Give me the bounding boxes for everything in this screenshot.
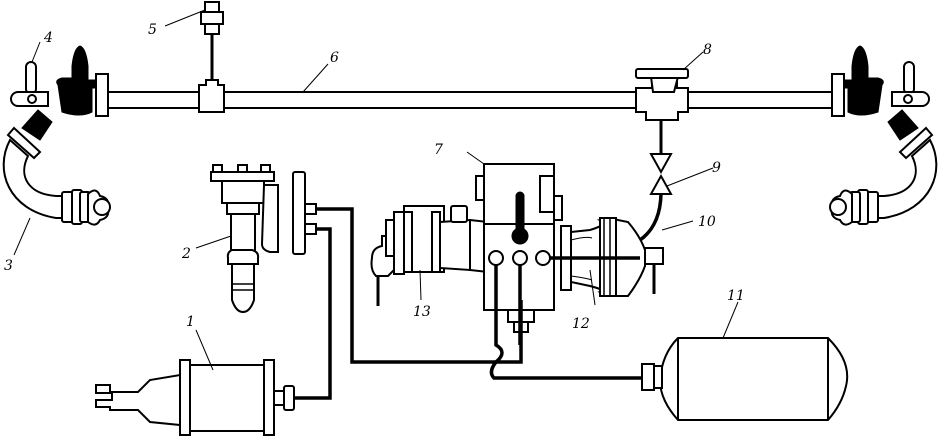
relay-valve (370, 205, 489, 306)
callout-9: 9 (712, 160, 721, 176)
callout-labels: 1 2 3 4 5 6 7 8 9 10 11 12 13 (4, 22, 745, 332)
callout-4: 4 (43, 30, 53, 46)
callout-3: 3 (4, 258, 13, 274)
callout-5: 5 (148, 22, 157, 38)
callout-2: 2 (181, 246, 191, 262)
dust-collector-tee (635, 68, 689, 121)
end-cock-left (6, 45, 109, 160)
stop-cock (649, 120, 673, 195)
callout-6: 6 (330, 50, 339, 66)
piping (294, 207, 642, 400)
connecting-hose-left (2, 138, 111, 226)
pressure-gauge-sensor (198, 1, 225, 113)
callout-10: 10 (698, 214, 716, 230)
callout-12: 12 (572, 316, 590, 332)
pipe-valve-to-reservoir (489, 265, 642, 380)
callout-8: 8 (703, 42, 712, 58)
callout-7: 7 (434, 142, 443, 158)
leader-lines (13, 9, 739, 371)
callout-11: 11 (727, 288, 745, 304)
pipe-compressor-to-regulator (294, 227, 332, 400)
air-reservoir (641, 337, 849, 421)
pressure-regulator (210, 164, 317, 314)
air-compressor (95, 359, 295, 436)
callout-1: 1 (186, 314, 195, 330)
callout-13: 13 (413, 304, 431, 320)
end-cock-right (829, 45, 938, 226)
